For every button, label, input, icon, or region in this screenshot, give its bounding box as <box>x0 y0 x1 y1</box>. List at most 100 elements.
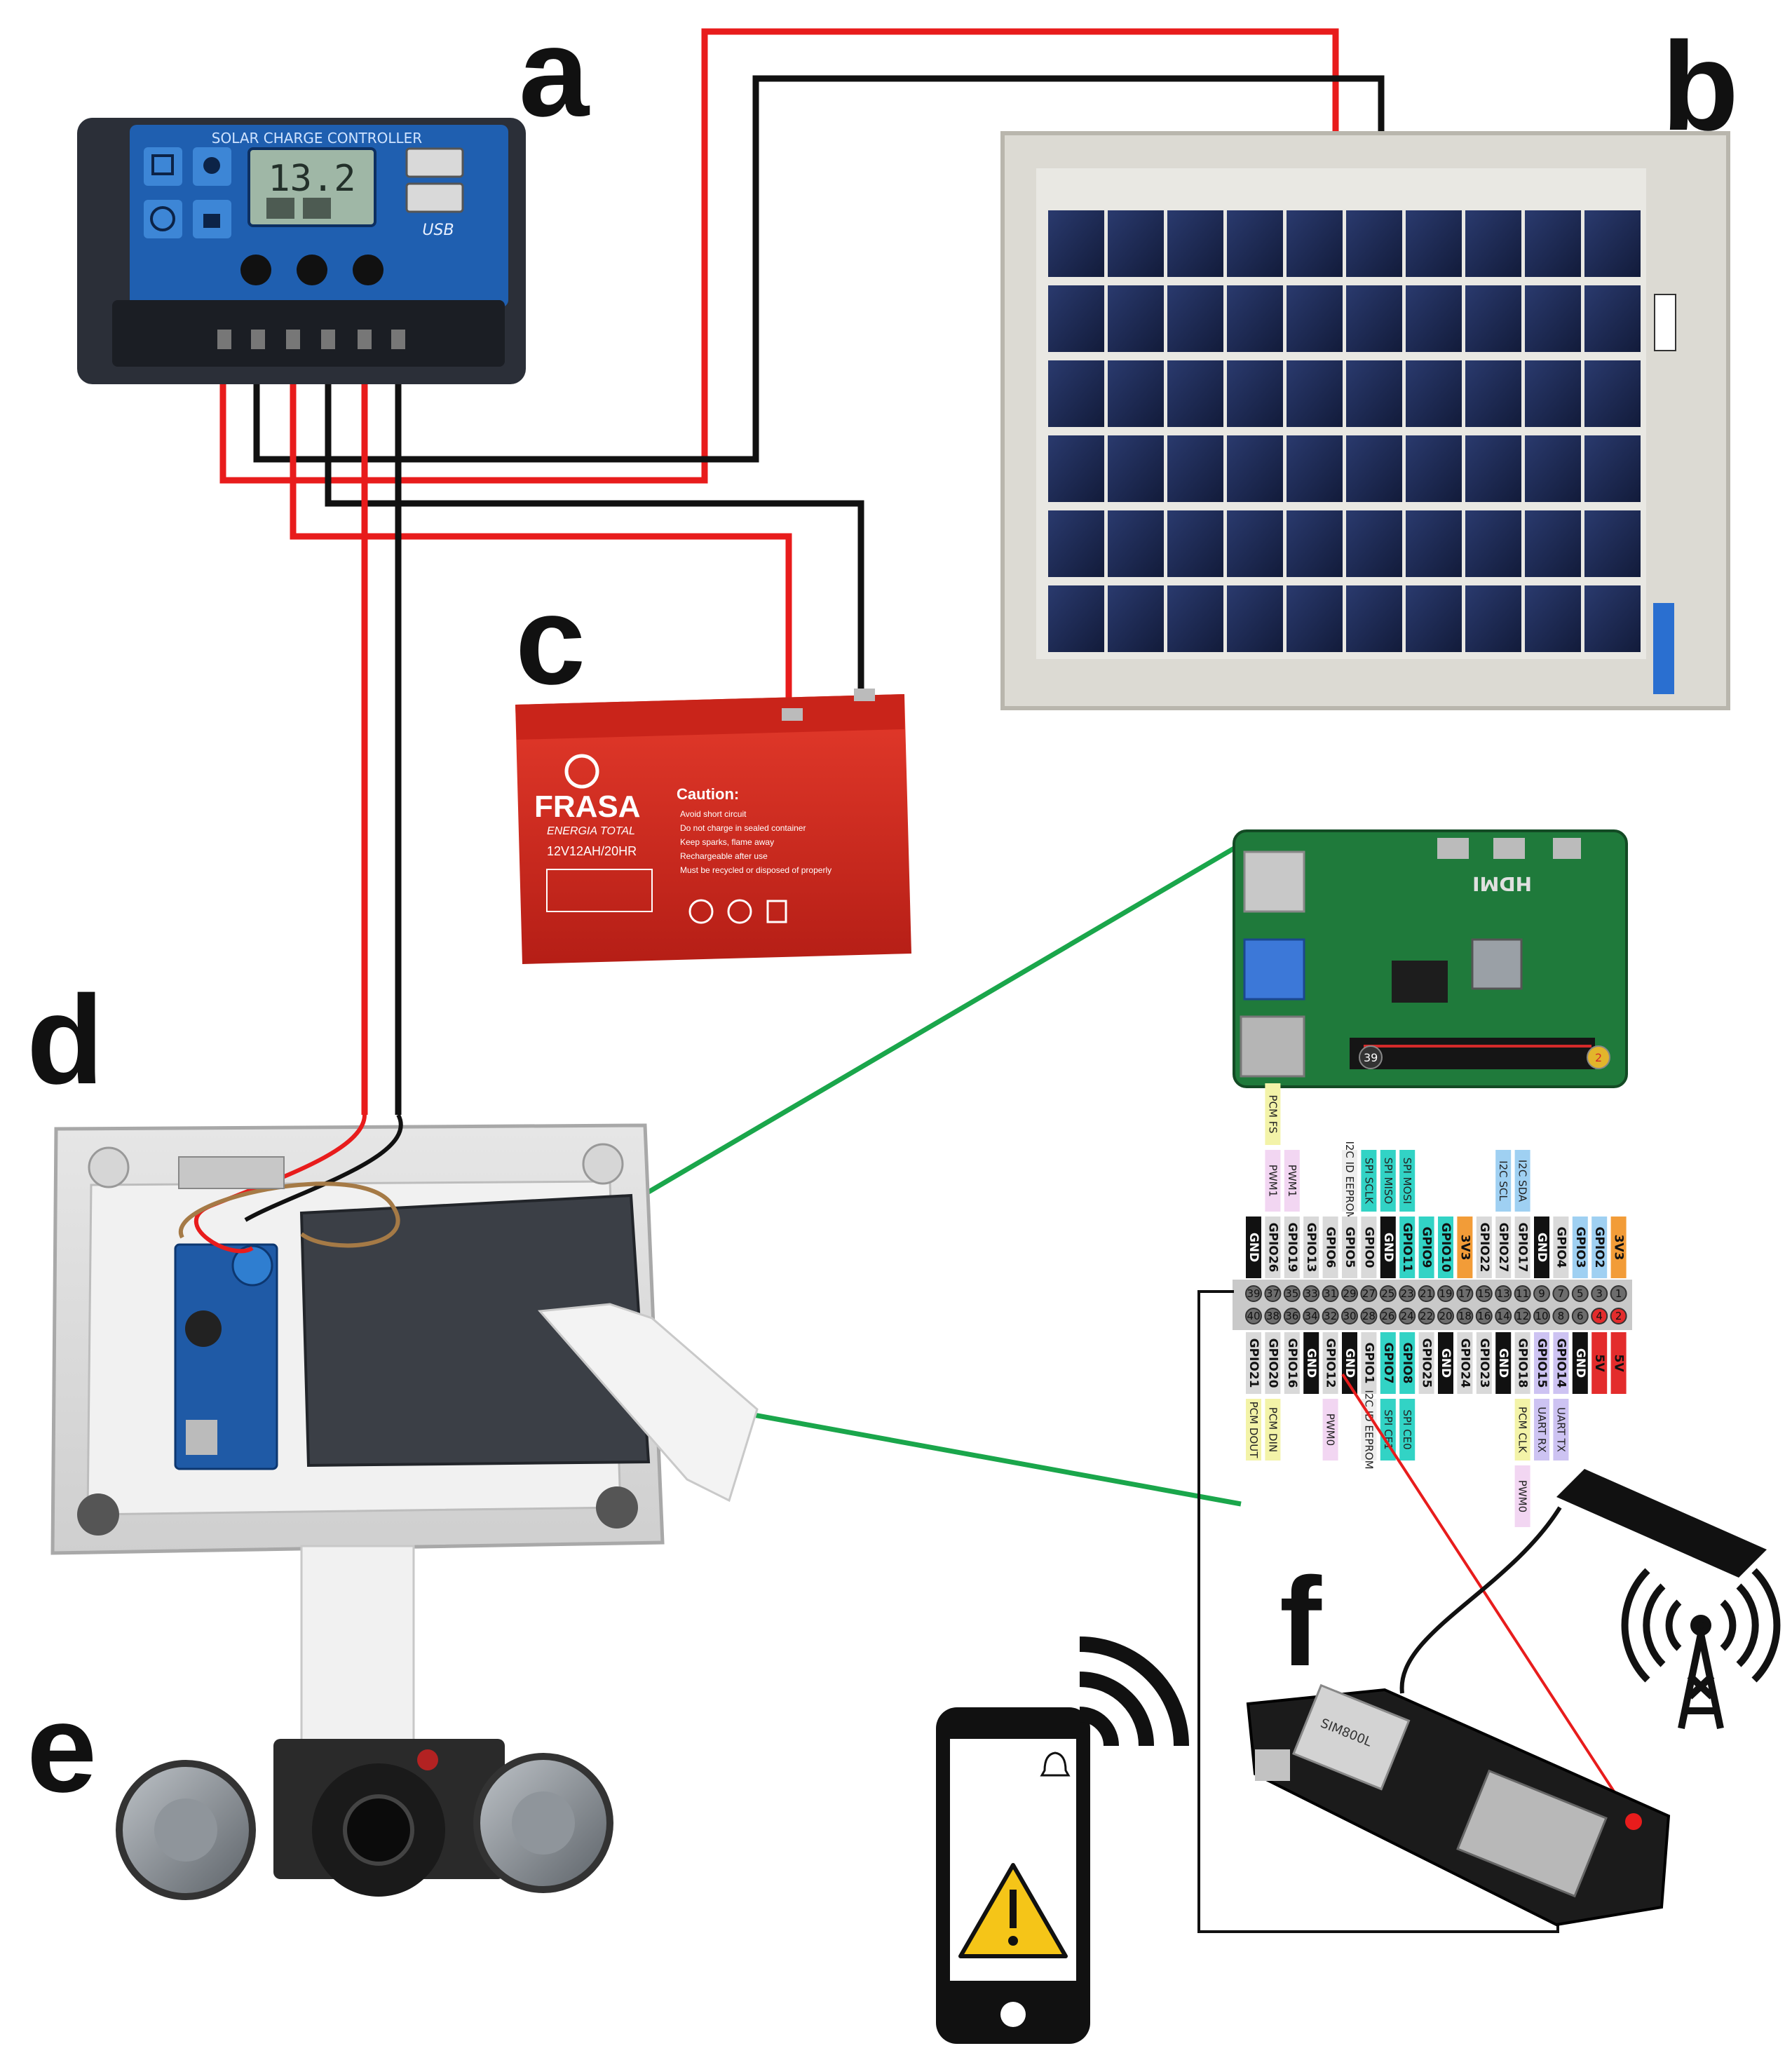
gpio-function-label-text: PWM0 <box>1516 1480 1529 1512</box>
solar-cell <box>1346 360 1402 427</box>
solar-cell <box>1465 285 1521 352</box>
battery-spec-table <box>546 869 653 912</box>
gpio-pin-number: 38 <box>1266 1310 1279 1322</box>
gpio-function-label-bg <box>1322 1399 1338 1461</box>
gpio-function-label-text: PWM1 <box>1266 1165 1279 1197</box>
gpio-top-label-bg <box>1553 1217 1569 1278</box>
gpio-pin-number: 20 <box>1439 1310 1452 1322</box>
camera-ribbon-cable <box>537 1303 759 1503</box>
gpio-pin: 7 <box>1552 1285 1570 1302</box>
gpio-pin-number: 24 <box>1401 1310 1414 1322</box>
gpio-pin: 8 <box>1552 1308 1570 1324</box>
gpio-bottom-label-bg <box>1457 1332 1473 1394</box>
gpio-function-label-text: PWM1 <box>1286 1165 1298 1197</box>
camera-module <box>116 1545 613 1900</box>
solar-cell <box>1465 435 1521 502</box>
solar-cell <box>1287 585 1343 652</box>
pi-pin-marker-39 <box>1359 1045 1383 1069</box>
gpio-top-label: GPIO9 <box>1418 1217 1434 1278</box>
gpio-bottom-label-text: GPIO8 <box>1400 1342 1414 1383</box>
battery-caution-list: Avoid short circuit Do not charge in sea… <box>680 809 831 875</box>
gpio-function-label-bg <box>1284 1150 1300 1212</box>
gpio-top-label-bg <box>1303 1217 1319 1278</box>
gpio-pin: 3 <box>1591 1285 1608 1302</box>
gpio-top-label: GPIO11 <box>1399 1217 1416 1278</box>
gpio-function-label-text: UART TX <box>1554 1407 1567 1452</box>
gpio-pin: 25 <box>1379 1285 1397 1302</box>
gpio-pins: 3940373835363334313229302728252623242122… <box>1245 1285 1627 1324</box>
gpio-top-label-text: GPIO26 <box>1265 1223 1279 1273</box>
lcd-battery-segment <box>303 198 331 219</box>
signal-arc-3 <box>1079 1636 1189 1747</box>
gpio-top-label-bg <box>1380 1217 1396 1278</box>
gpio-top-label-bg <box>1418 1217 1434 1278</box>
solar-cell <box>1346 510 1402 577</box>
gpio-pin: 32 <box>1322 1308 1339 1324</box>
gpio-function-label-text: I2C ID EEPROM <box>1343 1141 1356 1220</box>
gpio-pin-number: 3 <box>1596 1287 1603 1300</box>
solar-cell <box>1406 585 1462 652</box>
gpio-pin-dot <box>1399 1285 1416 1302</box>
gpio-top-label-bg <box>1534 1217 1549 1278</box>
gpio-pin-dot <box>1245 1285 1262 1302</box>
gpio-top-label-bg <box>1265 1217 1281 1278</box>
gpio-bottom-label-text: GND <box>1304 1348 1318 1378</box>
gsm-led <box>1625 1813 1642 1830</box>
gpio-pin-dot <box>1552 1285 1570 1302</box>
gpio-top-label-bg <box>1476 1217 1492 1278</box>
solar-cell <box>1167 285 1223 352</box>
gpio-bottom-label: GPIO24 <box>1457 1332 1473 1394</box>
gpio-function-label-text: PCM DOUT <box>1247 1402 1260 1459</box>
gpio-pin: 31 <box>1322 1285 1339 1302</box>
gpio-pin-number: 40 <box>1247 1310 1260 1322</box>
battery-body <box>515 694 911 964</box>
gpio-pin-number: 34 <box>1305 1310 1318 1322</box>
panel-barcode-sticker <box>1654 294 1676 351</box>
pi-hdmi-label: HDMI <box>1472 872 1532 895</box>
gpio-pin: 33 <box>1303 1285 1320 1302</box>
battery-tagline: ENERGIA TOTAL <box>547 825 635 837</box>
gpio-bottom-label: GND <box>1303 1332 1319 1394</box>
gpio-pin: 28 <box>1360 1308 1378 1324</box>
gpio-pin: 36 <box>1283 1308 1301 1324</box>
gpio-pin: 13 <box>1495 1285 1512 1302</box>
solar-cell <box>1227 285 1283 352</box>
gpio-bottom-label-text: GPIO24 <box>1458 1339 1472 1388</box>
gpio-pin-dot <box>1552 1308 1570 1324</box>
clock-icon <box>150 206 175 231</box>
solar-cell <box>1346 585 1402 652</box>
solar-cell <box>1048 435 1104 502</box>
gpio-top-label-text: 3V3 <box>1612 1235 1626 1261</box>
phone-home-button <box>1000 2002 1026 2027</box>
gpio-bottom-label: GPIO12 <box>1322 1332 1338 1394</box>
gpio-top-label-text: GPIO2 <box>1592 1226 1606 1268</box>
mode-tile <box>144 147 182 186</box>
tower-wave-left-3 <box>1621 1568 1650 1683</box>
gpio-function-label-text: I2C SCL <box>1497 1160 1509 1201</box>
solar-cell <box>1346 435 1402 502</box>
gpio-pin-number: 35 <box>1285 1287 1298 1300</box>
solar-cell <box>1525 585 1581 652</box>
gpio-pin-dot <box>1264 1285 1282 1302</box>
gpio-pin-number: 18 <box>1458 1310 1472 1322</box>
gpio-function-label: UART TX <box>1553 1399 1569 1461</box>
panel-blue-tape <box>1653 603 1674 694</box>
gpio-bottom-label-bg <box>1476 1332 1492 1394</box>
gpio-pin-dot <box>1341 1285 1358 1302</box>
gpio-pin: 15 <box>1475 1285 1493 1302</box>
tower-wave-right-3 <box>1751 1568 1781 1683</box>
gpio-top-label: GPIO27 <box>1495 1217 1512 1278</box>
screw-post <box>596 1486 638 1529</box>
gpio-function-label-text: SPI MOSI <box>1401 1158 1413 1204</box>
gpio-top-label-text: GPIO3 <box>1573 1226 1587 1268</box>
gpio-function-label: I2C ID EEPROM <box>1361 1390 1377 1470</box>
gpio-pin: 11 <box>1514 1285 1531 1302</box>
gpio-top-label-bg <box>1495 1217 1512 1278</box>
gpio-pin-number: 10 <box>1535 1310 1548 1322</box>
solar-cell <box>1465 210 1521 277</box>
gpio-pin-number: 32 <box>1324 1310 1337 1322</box>
gpio-pin: 39 <box>1245 1285 1262 1302</box>
gpio-pin-dot <box>1456 1308 1474 1324</box>
inner-brown-wire <box>178 1181 400 1248</box>
gpio-pin: 12 <box>1514 1308 1531 1324</box>
